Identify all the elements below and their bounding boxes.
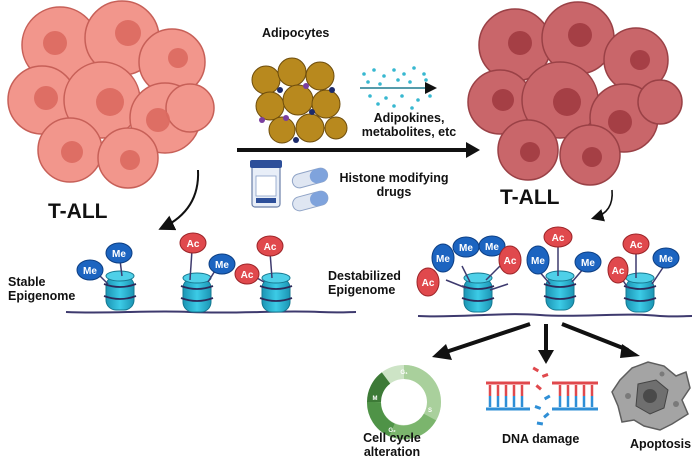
adipocytes-label: Adipocytes [262, 26, 330, 40]
mark-ac-right-5: Ac [622, 233, 650, 255]
drugs-label: Histone modifying drugs [339, 171, 449, 199]
stable-epigenome-label: Stable Epigenome [8, 275, 76, 303]
mark-ac-right-1: Ac [416, 267, 440, 297]
svg-text:Ac: Ac [612, 266, 625, 277]
svg-text:Me: Me [459, 243, 473, 254]
right-histone-marks: Ac Me Me Me Ac Me Ac Me [416, 226, 680, 297]
left-histone-marks: Me Me Ac Me Ac Ac [76, 232, 284, 285]
mark-ac-left-1: Ac [179, 232, 207, 254]
mark-me-right-6: Me [652, 247, 680, 269]
svg-text:Ac: Ac [264, 242, 277, 253]
apoptosis-label: Apoptosis [630, 437, 692, 451]
left-dna-strand [65, 310, 357, 314]
mark-ac-left-3: Ac [256, 235, 284, 257]
svg-text:Ac: Ac [187, 239, 200, 250]
mark-me-left-3: Me [208, 253, 236, 275]
mark-me-left-1: Me [76, 259, 104, 281]
adipokines-label: Adipokines, metabolites, etc [361, 111, 457, 139]
right-curved-arrow [590, 189, 613, 222]
right-tall-cell-cluster [467, 1, 683, 186]
outcome-arrow-right [561, 322, 629, 352]
svg-text:Me: Me [436, 254, 450, 265]
mark-me-right-2: Me [452, 236, 480, 258]
svg-text:Me: Me [215, 260, 229, 271]
svg-text:G₂: G₂ [388, 428, 396, 434]
svg-text:Me: Me [581, 258, 595, 269]
svg-text:Me: Me [659, 254, 673, 265]
svg-text:Ac: Ac [504, 256, 517, 267]
pills-icon [291, 167, 329, 212]
left-curved-arrow [158, 169, 200, 231]
svg-text:Ac: Ac [552, 233, 565, 244]
right-tall-label: T-ALL [500, 186, 560, 209]
dna-damage-icon [486, 366, 598, 426]
right-nucleosomes [461, 270, 657, 313]
svg-text:Me: Me [485, 242, 499, 253]
apoptotic-cell-icon [611, 361, 691, 431]
svg-text:Ac: Ac [630, 240, 643, 251]
left-tall-cell-cluster [7, 0, 215, 189]
adipocytes-cluster [251, 57, 348, 144]
drug-bottle-icon [250, 160, 282, 208]
left-nucleosomes [103, 270, 293, 313]
adipokines-secretion-arrow [360, 66, 437, 110]
dna-damage-label: DNA damage [502, 432, 580, 446]
cell-cycle-label: Cell cycle alteration [363, 431, 421, 459]
mark-ac-right-4: Ac [607, 256, 629, 284]
mark-me-right-3: Me [478, 235, 506, 257]
destabilized-epigenome-label: Destabilized Epigenome [328, 269, 401, 297]
mark-ac-right-2: Ac [498, 245, 522, 275]
svg-text:Me: Me [83, 266, 97, 277]
svg-text:Ac: Ac [241, 270, 254, 281]
mark-ac-left-2: Ac [234, 263, 260, 285]
mark-me-right-5: Me [574, 251, 602, 273]
svg-text:S: S [428, 408, 432, 414]
main-arrow-head [466, 142, 480, 158]
svg-text:Me: Me [531, 256, 545, 267]
mark-ac-right-3: Ac [543, 226, 573, 248]
cell-cycle-ring: G₁ S G₂ M [367, 365, 441, 440]
svg-text:M: M [373, 396, 378, 402]
svg-text:G₁: G₁ [400, 370, 408, 376]
left-tall-label: T-ALL [48, 200, 108, 223]
mark-me-right-4: Me [526, 245, 550, 275]
mark-me-left-2: Me [105, 242, 133, 264]
svg-text:Me: Me [112, 249, 126, 260]
mark-me-right-1: Me [431, 243, 455, 273]
svg-text:Ac: Ac [422, 278, 435, 289]
outcome-arrow-left [445, 322, 531, 354]
right-dna-strand [417, 313, 693, 318]
